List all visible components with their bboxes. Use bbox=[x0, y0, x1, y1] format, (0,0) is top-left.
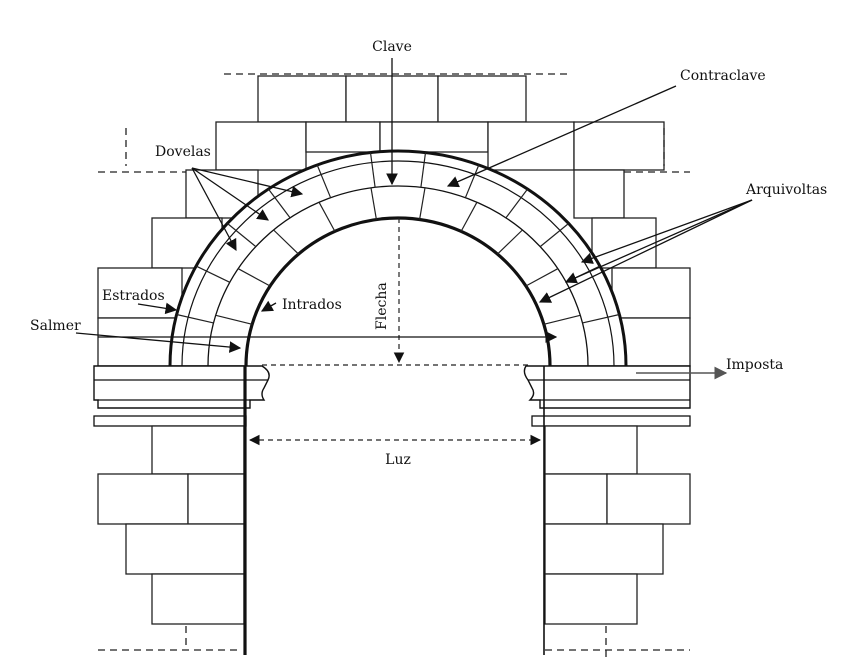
dovelas-arrow-3 bbox=[191, 167, 237, 252]
label-arquivoltas: Arquivoltas bbox=[745, 182, 827, 198]
label-luz: Luz bbox=[385, 452, 411, 468]
label-contraclave: Contraclave bbox=[680, 68, 766, 84]
voussoir-joint bbox=[273, 229, 299, 255]
jamb-left bbox=[97, 425, 245, 625]
voussoir-joint bbox=[497, 229, 523, 255]
jamb-right bbox=[544, 425, 691, 625]
voussoir-joint bbox=[226, 222, 257, 248]
intrados-arrow bbox=[260, 300, 277, 312]
label-flecha: Flecha bbox=[374, 282, 390, 330]
voussoir-joint bbox=[460, 202, 478, 232]
voussoir-joint bbox=[419, 187, 426, 220]
voussoir-joint bbox=[316, 164, 332, 198]
voussoir-joint bbox=[176, 313, 214, 324]
estrados-arrow bbox=[137, 302, 178, 315]
voussoir-joint bbox=[505, 188, 528, 219]
arquivoltas-arrow-2 bbox=[564, 199, 753, 284]
leader-arrows bbox=[75, 58, 753, 353]
label-dovelas: Dovelas bbox=[155, 144, 211, 160]
voussoir-joint bbox=[464, 164, 480, 198]
salmer-arrow-left bbox=[75, 332, 242, 353]
impost-left bbox=[93, 365, 270, 427]
voussoir-joint bbox=[195, 265, 231, 283]
impost-right bbox=[523, 365, 691, 427]
arquivoltas-arrow-1 bbox=[580, 199, 753, 264]
label-intrados: Intrados bbox=[282, 297, 342, 313]
voussoir-joint bbox=[539, 222, 570, 248]
label-estrados: Estrados bbox=[102, 288, 165, 304]
voussoir-joint bbox=[318, 202, 336, 232]
voussoir-joints bbox=[176, 152, 620, 325]
label-imposta: Imposta bbox=[726, 357, 783, 373]
voussoir-joint bbox=[582, 313, 620, 324]
voussoir-joint bbox=[420, 152, 427, 188]
voussoir-joint bbox=[370, 187, 377, 220]
masonry-wall bbox=[97, 75, 691, 367]
dimension-lines bbox=[248, 218, 542, 446]
labels: Clave Contraclave Dovelas Arquivoltas Es… bbox=[30, 39, 827, 468]
wall-break-lines bbox=[98, 73, 690, 658]
label-clave: Clave bbox=[372, 39, 412, 55]
voussoir-joint bbox=[268, 188, 291, 219]
voussoir-joint bbox=[525, 268, 559, 287]
voussoir-joint bbox=[215, 314, 253, 325]
voussoir-joint bbox=[543, 314, 581, 325]
voussoir-joint bbox=[369, 152, 376, 188]
label-salmer: Salmer bbox=[30, 318, 81, 334]
voussoir-joint bbox=[237, 268, 271, 287]
dovelas-arrow-1 bbox=[191, 167, 304, 198]
contraclave-arrow bbox=[446, 85, 677, 188]
dovelas-arrow-2 bbox=[191, 167, 269, 221]
arquivoltas-arrow-3 bbox=[538, 199, 753, 303]
